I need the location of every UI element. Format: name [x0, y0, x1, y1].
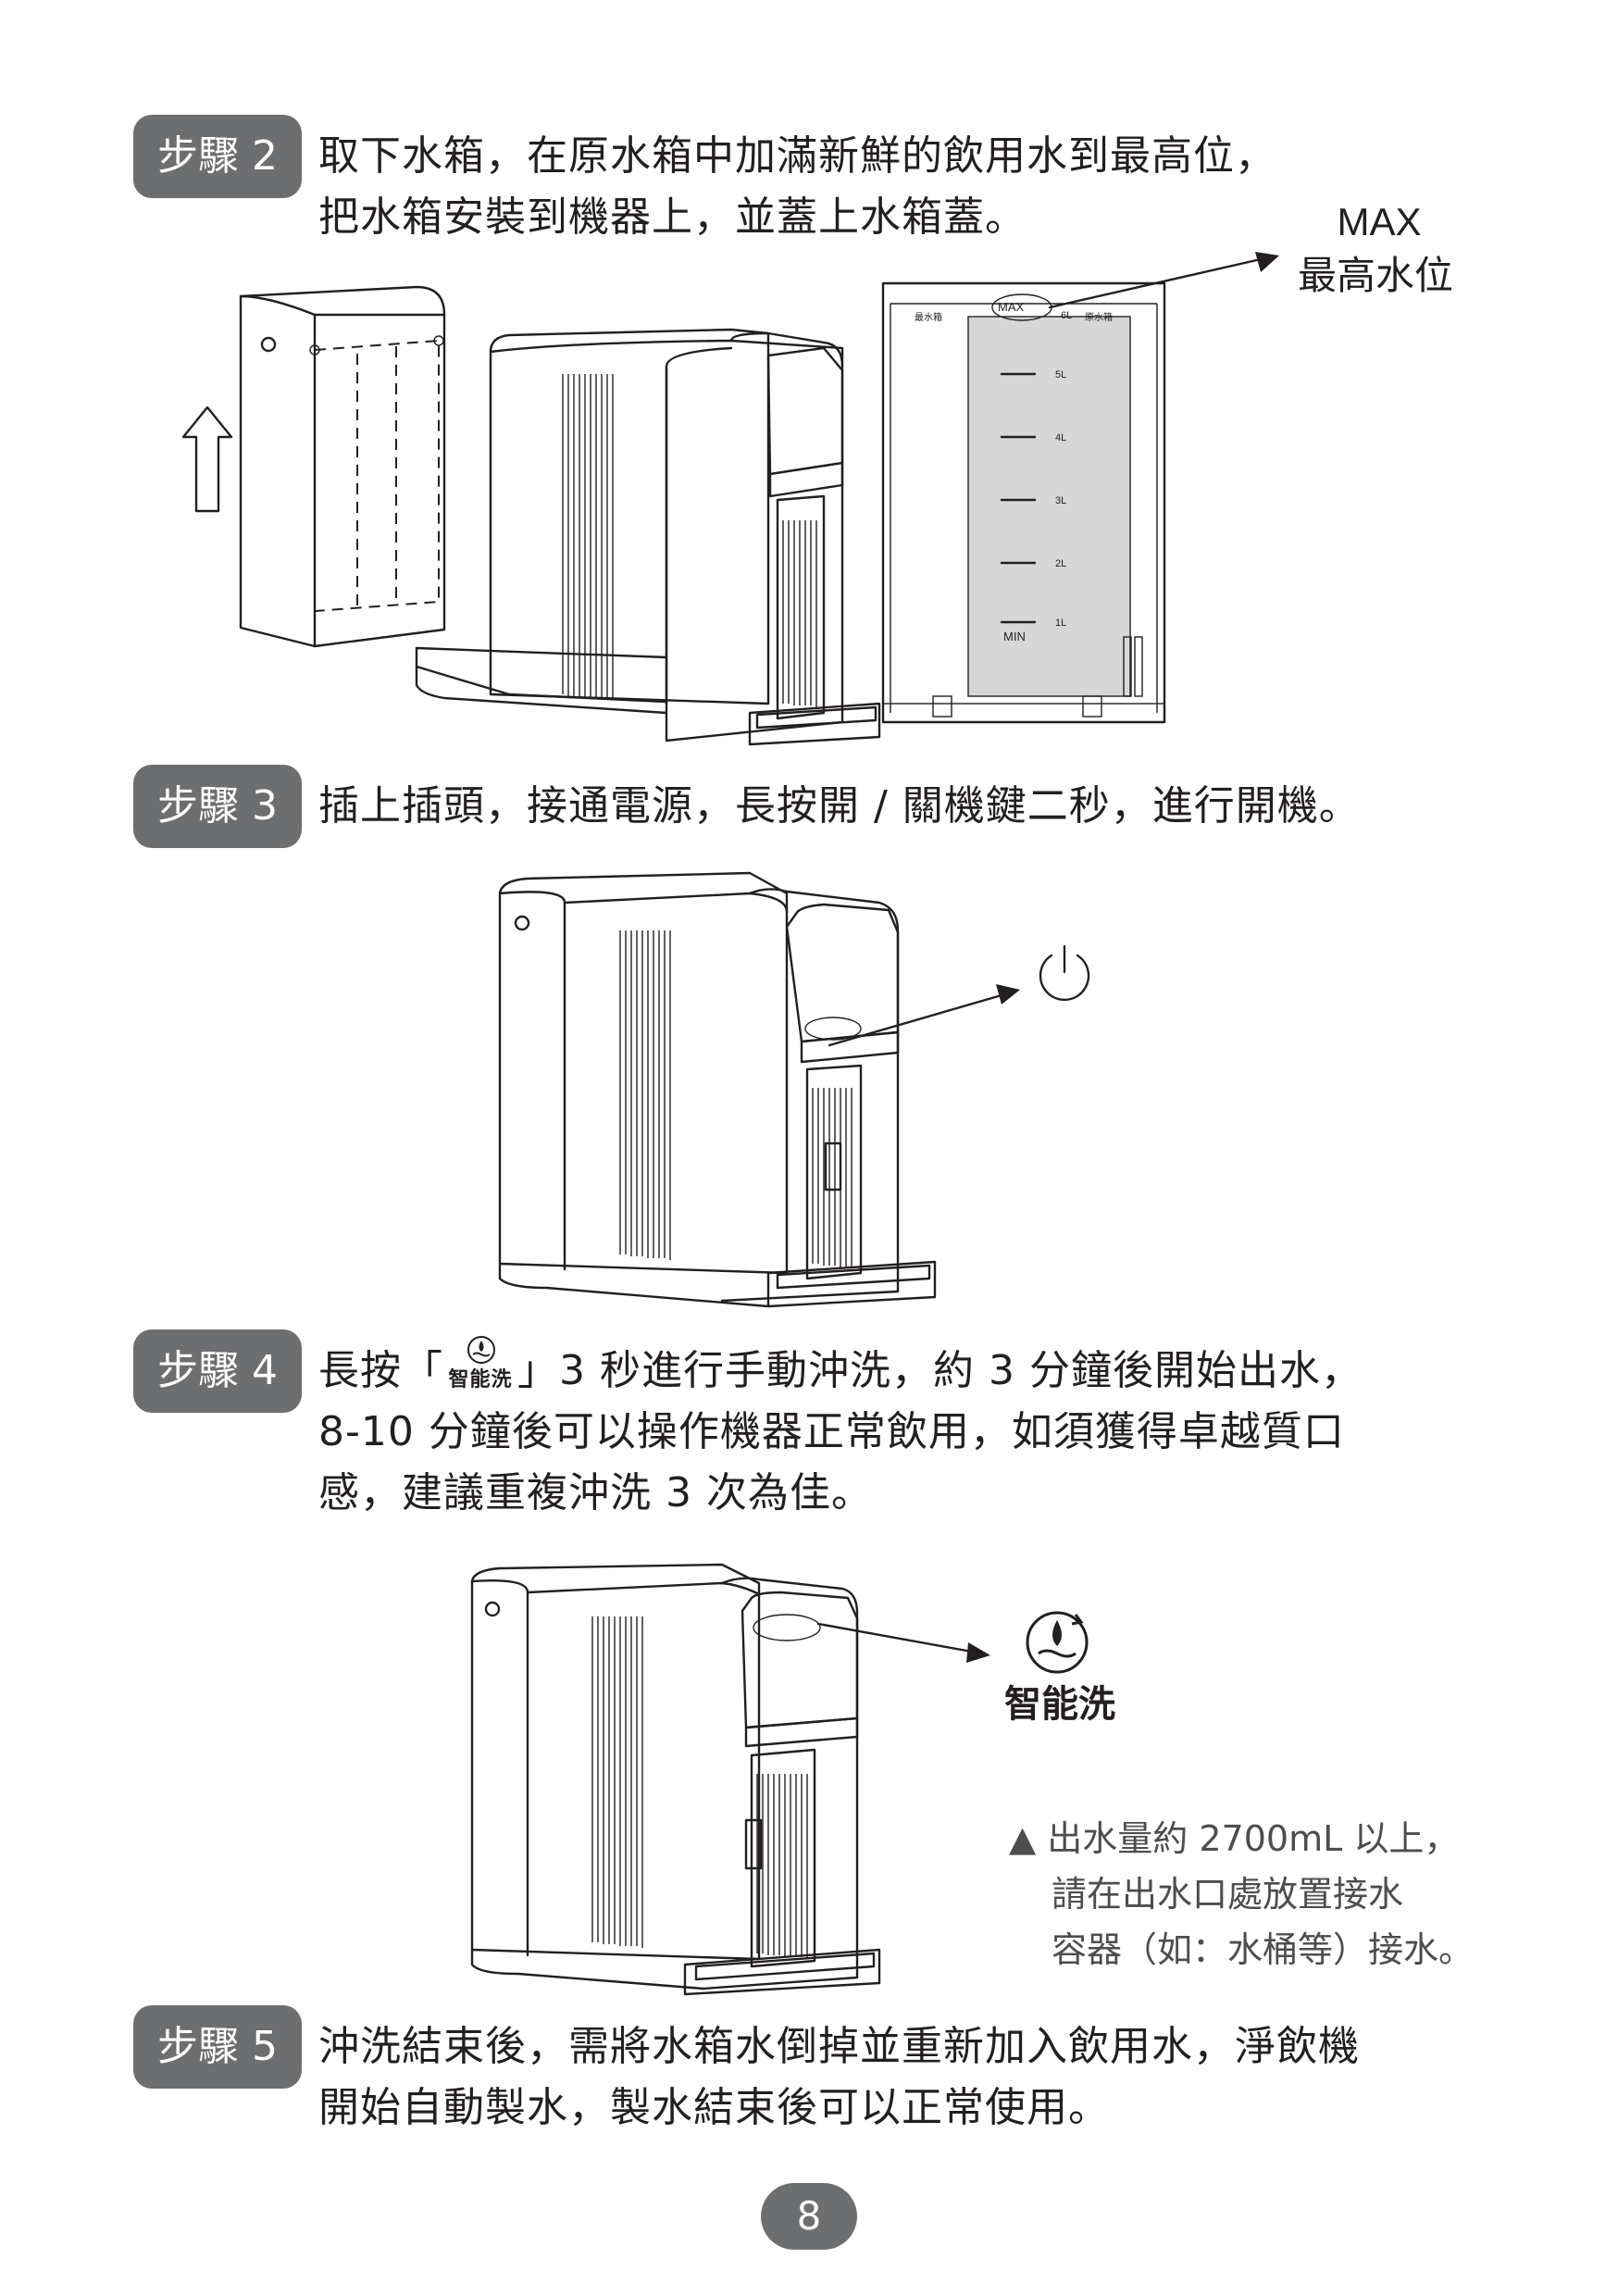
power-on-illustration	[491, 866, 944, 1310]
step-5-line-1: 沖洗結束後，需將水箱水倒掉並重新加入飲用水，淨飲機	[318, 2016, 1360, 2078]
inner-max-label: MAX	[998, 300, 1025, 314]
smart-wash-caption: 智能洗	[990, 1674, 1129, 1728]
vent-grille	[563, 374, 613, 700]
tank-left-tag: 最水箱	[915, 311, 942, 323]
max-pointer-arrow	[1046, 250, 1287, 315]
step-4-line-1: 長按「智能洗」3 秒進行手動沖洗，約 3 分鐘後開始出水，	[318, 1341, 1363, 1402]
step-5-text: 沖洗結束後，需將水箱水倒掉並重新加入飲用水，淨飲機 開始自動製水，製水結束後可以…	[318, 2016, 1360, 2139]
inner-min-label: MIN	[1003, 630, 1026, 643]
step-3-badge: 步驟 3	[133, 765, 302, 848]
page-number: 8	[761, 2183, 857, 2250]
scale-1l: 1L	[1055, 618, 1066, 629]
power-pointer-arrow	[824, 977, 1027, 1051]
step-2-text: 取下水箱，在原水箱中加滿新鮮的飲用水到最高位， 把水箱安裝到機器上，並蓋上水箱蓋…	[318, 126, 1276, 248]
output-note: ▲ 出水量約 2700mL 以上， 請在出水口處放置接水 容器（如：水桶等）接水…	[1009, 1811, 1474, 1978]
step-4-suffix: 」3 秒進行手動沖洗，約 3 分鐘後開始出水，	[517, 1341, 1363, 1402]
step-4-prefix: 長按「	[318, 1341, 443, 1402]
step-3-line-1: 插上插頭，接通電源，長按開 / 關機鍵二秒，進行開機。	[318, 776, 1361, 837]
step-2-badge: 步驟 2	[133, 115, 302, 198]
step-5-line-2: 開始自動製水，製水結束後可以正常使用。	[318, 2078, 1360, 2139]
scale-2l: 2L	[1055, 558, 1066, 569]
power-icon	[1035, 941, 1094, 1004]
water-level-diagram: MAX 最水箱 原水箱 6L 5L 4L 3L 2L 1L MIN	[879, 278, 1185, 731]
step-2-line-1: 取下水箱，在原水箱中加滿新鮮的飲用水到最高位，	[318, 126, 1276, 187]
scale-5l: 5L	[1055, 369, 1066, 381]
max-label: MAX	[1314, 200, 1444, 244]
step-4-text: 長按「智能洗」3 秒進行手動沖洗，約 3 分鐘後開始出水， 8-10 分鐘後可以…	[318, 1341, 1363, 1524]
tank-removal-illustration	[176, 278, 870, 741]
step-4-line-2: 8-10 分鐘後可以操作機器正常飲用，如須獲得卓越質口	[318, 1402, 1363, 1463]
smart-wash-icon	[1022, 1607, 1092, 1678]
max-caption: 最高水位	[1283, 244, 1468, 301]
scale-4l: 4L	[1055, 432, 1066, 443]
step-4-line-3: 感，建議重複沖洗 3 次為佳。	[318, 1463, 1363, 1524]
step-2-line-2: 把水箱安裝到機器上，並蓋上水箱蓋。	[318, 187, 1276, 248]
smart-wash-inline-caption: 智能洗	[443, 1368, 517, 1392]
note-line-2: 請在出水口處放置接水	[1009, 1866, 1474, 1922]
note-line-3: 容器（如：水桶等）接水。	[1009, 1922, 1474, 1978]
smart-wash-pointer-arrow	[815, 1616, 1000, 1672]
smart-wash-inline-icon: 智能洗	[443, 1341, 517, 1396]
scale-3l: 3L	[1055, 495, 1066, 506]
step-4-badge: 步驟 4	[133, 1329, 302, 1413]
step-5-badge: 步驟 5	[133, 2005, 302, 2089]
note-line-1: ▲ 出水量約 2700mL 以上，	[1009, 1811, 1474, 1866]
step-3-text: 插上插頭，接通電源，長按開 / 關機鍵二秒，進行開機。	[318, 776, 1361, 837]
